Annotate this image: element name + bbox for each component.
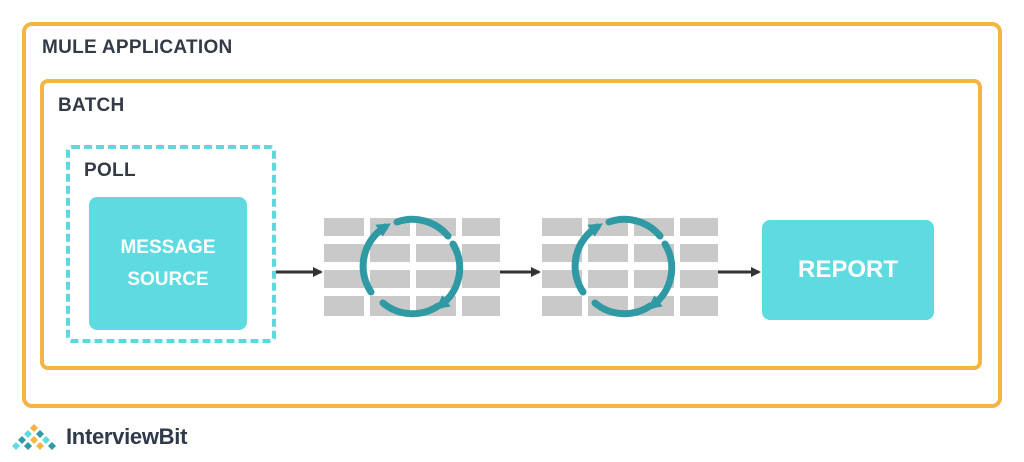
message-source-line1: MESSAGE bbox=[120, 236, 216, 258]
poll-frame bbox=[66, 145, 276, 343]
batch-label: BATCH bbox=[58, 95, 125, 116]
batch-step-1-cycle-icon bbox=[359, 215, 464, 318]
diamond-pattern-icon bbox=[12, 424, 56, 450]
report-box: REPORT bbox=[762, 220, 934, 320]
logo-text: InterviewBit bbox=[66, 424, 188, 449]
batch-step-2-cycle-icon bbox=[571, 215, 676, 318]
mule-application-frame bbox=[22, 22, 1002, 408]
interviewbit-logo: InterviewBit bbox=[8, 420, 187, 454]
report-label: REPORT bbox=[797, 256, 898, 283]
message-source-line2: SOURCE bbox=[127, 268, 209, 290]
batch-step-2-table-grid-icon bbox=[542, 218, 718, 316]
batch-step-1-table-grid-icon bbox=[324, 218, 500, 316]
poll-label: POLL bbox=[84, 160, 136, 181]
message-source-box: MESSAGE SOURCE bbox=[89, 197, 247, 330]
batch-frame bbox=[40, 79, 982, 370]
mule-application-label: MULE APPLICATION bbox=[42, 37, 233, 58]
